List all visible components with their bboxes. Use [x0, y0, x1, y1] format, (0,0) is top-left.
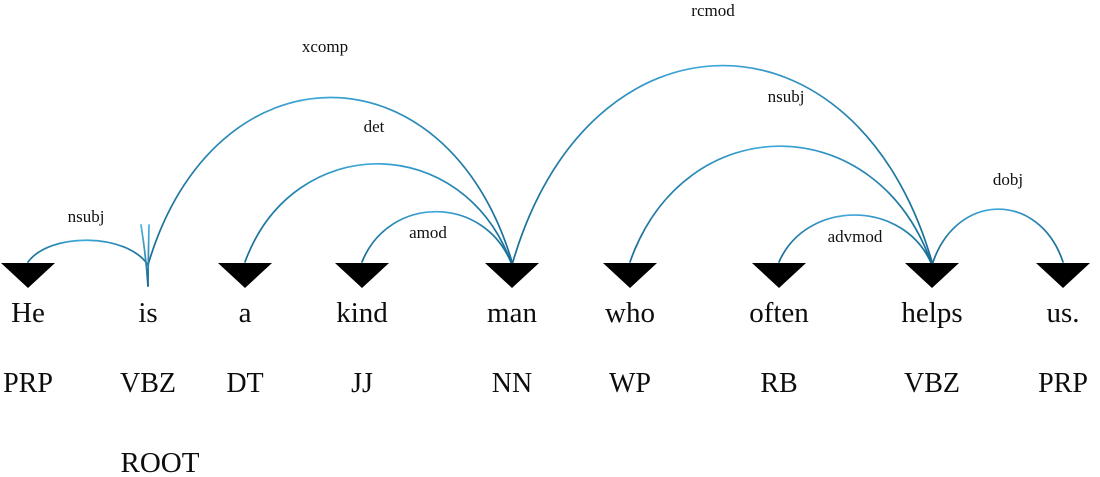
arc-label-rcmod-4: rcmod — [691, 1, 735, 20]
token-pos-6: RB — [760, 368, 797, 399]
dependency-arc-xcomp — [147, 96, 513, 266]
token-pos-7: VBZ — [904, 368, 960, 399]
root-label-layer: ROOT — [121, 447, 200, 477]
token-pos-8: PRP — [1038, 368, 1088, 399]
root-stem-1 — [147, 224, 150, 287]
arrowhead-layer — [1, 263, 1090, 288]
token-word-8: us. — [1046, 297, 1079, 329]
arrowhead-man — [485, 263, 539, 288]
arc-label-nsubj-5: nsubj — [768, 87, 805, 106]
token-word-layer: He is a kind man who often helps us. — [11, 297, 1079, 329]
token-word-7: helps — [901, 297, 962, 329]
arrowhead-he — [1, 263, 55, 288]
token-word-2: a — [239, 297, 252, 329]
token-word-3: kind — [336, 297, 388, 329]
arc-label-amod-3: amod — [409, 223, 447, 242]
pos-tag-layer: PRP VBZ DT JJ NN WP RB VBZ PRP — [3, 368, 1088, 399]
arc-label-xcomp-1: xcomp — [302, 37, 348, 56]
token-pos-0: PRP — [3, 368, 53, 399]
root-label: ROOT — [121, 447, 200, 477]
dependency-arc-amod — [361, 210, 513, 266]
dependency-arc-nsubj — [27, 239, 149, 266]
arc-label-layer: nsubj xcomp det amod rcmod nsubj advmod dobj — [68, 1, 1024, 246]
token-word-1: is — [138, 297, 157, 329]
arc-label-advmod-6: advmod — [828, 227, 883, 246]
token-pos-4: NN — [492, 368, 532, 399]
root-stem-0 — [140, 224, 149, 287]
dependency-arc-dobj — [931, 208, 1064, 266]
arrowhead-kind — [335, 263, 389, 288]
arc-label-dobj-7: dobj — [993, 170, 1023, 189]
dependency-arc-nsubj — [629, 145, 933, 266]
arrowhead-helps — [905, 263, 959, 288]
arrowhead-a — [218, 263, 272, 288]
arrowhead-us — [1036, 263, 1090, 288]
dependency-arc-layer — [27, 64, 1064, 287]
dependency-arc-advmod — [778, 214, 933, 266]
dependency-arc-rcmod — [511, 64, 933, 266]
arc-label-det-2: det — [364, 117, 385, 136]
token-pos-3: JJ — [351, 368, 373, 399]
arrowhead-who — [603, 263, 657, 288]
arc-label-nsubj-0: nsubj — [68, 207, 105, 226]
arrowhead-often — [752, 263, 806, 288]
token-word-4: man — [487, 297, 537, 329]
token-pos-2: DT — [226, 368, 263, 399]
token-pos-1: VBZ — [120, 368, 176, 399]
token-word-5: who — [605, 297, 655, 329]
token-word-6: often — [749, 297, 809, 329]
token-word-0: He — [11, 297, 45, 329]
dependency-arc-det — [244, 162, 513, 266]
token-pos-5: WP — [609, 368, 651, 399]
